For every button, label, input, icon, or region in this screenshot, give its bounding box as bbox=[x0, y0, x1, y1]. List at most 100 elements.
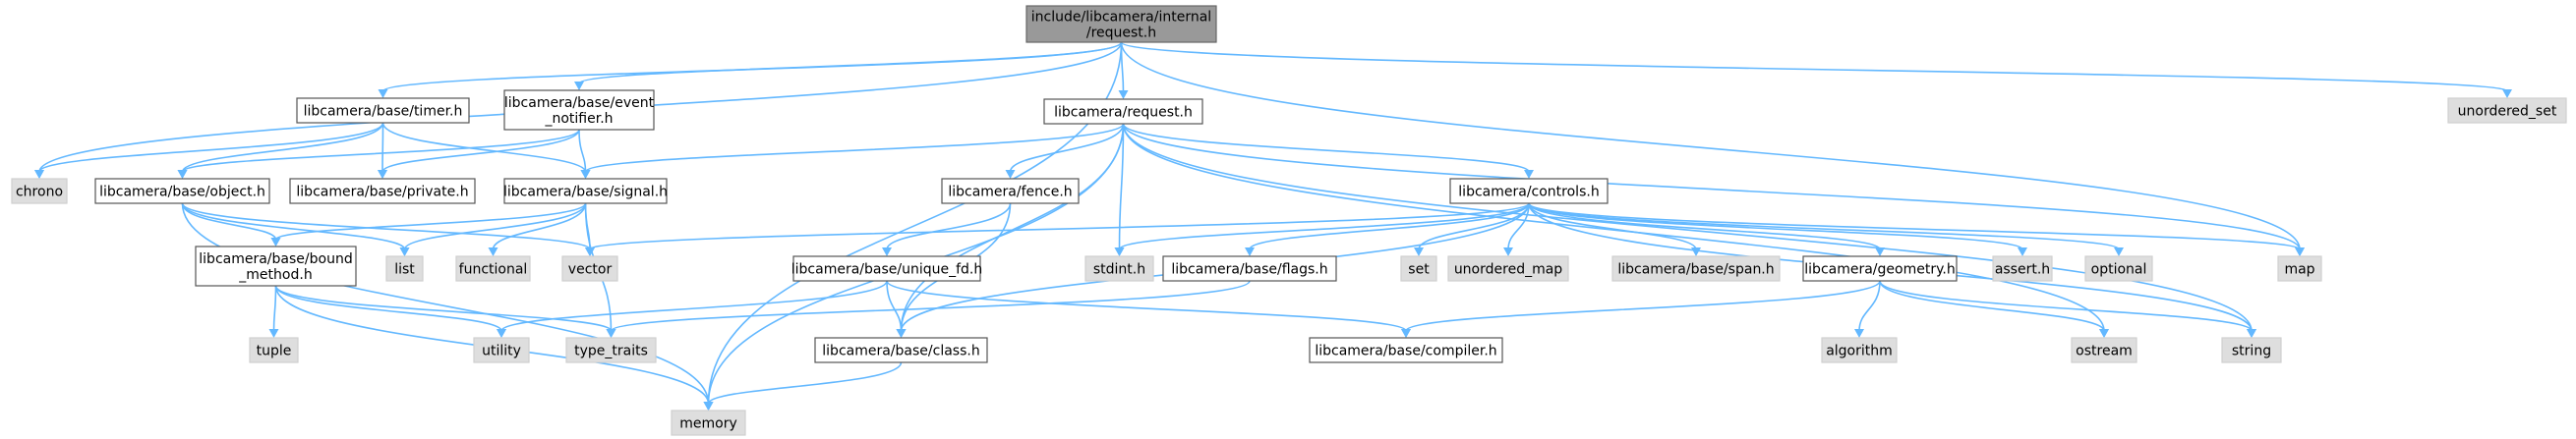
edge-geometry-to-string bbox=[1879, 280, 2253, 332]
node-label: libcamera/base/span.h bbox=[1617, 262, 1774, 278]
arrowhead-request-to-signal bbox=[580, 170, 591, 179]
node-request[interactable]: libcamera/request.h bbox=[1043, 98, 1203, 125]
node-box bbox=[2071, 337, 2137, 363]
node-algorithm: algorithm bbox=[1821, 337, 1898, 363]
node-box bbox=[1992, 255, 2053, 282]
edge-signal-to-list bbox=[403, 202, 587, 250]
edge-event_notifier-to-private bbox=[381, 129, 580, 173]
arrowhead-class-to-memory bbox=[703, 402, 714, 411]
edge-request-to-class bbox=[900, 123, 1125, 332]
node-list: list bbox=[385, 255, 424, 282]
node-flags[interactable]: libcamera/base/flags.h bbox=[1162, 255, 1337, 282]
edge-timer-to-private bbox=[381, 122, 384, 173]
edge-object-to-memory bbox=[181, 202, 710, 405]
node-box bbox=[503, 178, 668, 204]
node-label: libcamera/base/unique_fd.h bbox=[791, 262, 982, 278]
node-box bbox=[1025, 5, 1217, 43]
edge-event_notifier-to-object bbox=[181, 129, 580, 173]
node-label: libcamera/base/timer.h bbox=[304, 104, 463, 120]
node-box bbox=[296, 97, 470, 124]
arrowhead-flags-to-type_traits bbox=[606, 329, 616, 338]
node-timer[interactable]: libcamera/base/timer.h bbox=[296, 97, 470, 124]
edge-signal-to-functional bbox=[492, 202, 587, 250]
node-request-internal[interactable]: include/libcamera/internal/request.h bbox=[1025, 5, 1217, 43]
edge-request_internal-to-unordered_set bbox=[1120, 41, 2508, 92]
node-vector: vector bbox=[561, 255, 618, 282]
edge-controls-to-vector bbox=[589, 202, 1530, 250]
edge-request-to-ostream bbox=[1122, 123, 2105, 332]
arrowhead-controls-to-class bbox=[896, 329, 907, 338]
node-label: libcamera/base/object.h bbox=[99, 185, 265, 200]
edge-request-to-string bbox=[1122, 123, 2253, 332]
edge-controls-to-geometry bbox=[1528, 202, 1881, 250]
node-fence[interactable]: libcamera/fence.h bbox=[941, 178, 1080, 204]
node-box bbox=[1084, 255, 1154, 282]
node-label: _notifier.h bbox=[544, 111, 613, 127]
node-box bbox=[1162, 255, 1337, 282]
node-utility: utility bbox=[473, 337, 530, 363]
node-label: stdint.h bbox=[1093, 262, 1145, 278]
edge-geometry-to-compiler bbox=[1405, 280, 1881, 332]
node-compiler[interactable]: libcamera/base/compiler.h bbox=[1309, 337, 1503, 363]
edge-controls-to-map bbox=[1528, 202, 2301, 250]
arrowhead-controls-to-set bbox=[1414, 247, 1424, 256]
node-stdint: stdint.h bbox=[1084, 255, 1154, 282]
edge-unique_fd-to-compiler bbox=[886, 280, 1407, 332]
arrowhead-bound_method-to-tuple bbox=[268, 329, 279, 338]
node-ostream: ostream bbox=[2071, 337, 2137, 363]
node-assert: assert.h bbox=[1992, 255, 2053, 282]
node-label: libcamera/base/bound bbox=[199, 251, 352, 267]
edge-controls-to-optional bbox=[1528, 202, 2120, 250]
node-label: tuple bbox=[257, 344, 292, 359]
node-label: libcamera/base/event bbox=[504, 95, 655, 111]
edges-layer bbox=[34, 41, 2512, 411]
node-chrono: chrono bbox=[11, 178, 68, 204]
node-class[interactable]: libcamera/base/class.h bbox=[814, 337, 988, 363]
node-signal[interactable]: libcamera/base/signal.h bbox=[503, 178, 668, 204]
edge-request_internal-to-event_notifier bbox=[578, 41, 1123, 84]
node-box bbox=[385, 255, 424, 282]
node-object[interactable]: libcamera/base/object.h bbox=[94, 178, 270, 204]
arrowhead-controls-to-optional bbox=[2114, 247, 2124, 256]
edge-controls-to-set bbox=[1418, 202, 1530, 250]
node-label: libcamera/base/signal.h bbox=[503, 185, 668, 200]
node-label: vector bbox=[568, 262, 613, 278]
node-box bbox=[1611, 255, 1781, 282]
edge-timer-to-object bbox=[181, 122, 384, 173]
node-box bbox=[2221, 337, 2282, 363]
edge-request-to-stdint bbox=[1118, 123, 1125, 250]
node-box bbox=[1449, 178, 1609, 204]
arrowhead-signal-to-bound_method bbox=[270, 238, 281, 247]
node-geometry[interactable]: libcamera/geometry.h bbox=[1802, 255, 1958, 282]
arrowhead-request_internal-to-timer bbox=[378, 89, 388, 98]
node-label: libcamera/request.h bbox=[1054, 105, 1193, 121]
node-controls[interactable]: libcamera/controls.h bbox=[1449, 178, 1609, 204]
node-event-notifier[interactable]: libcamera/base/event_notifier.h bbox=[503, 89, 655, 131]
node-box bbox=[249, 337, 299, 363]
edge-class-to-memory bbox=[707, 361, 903, 405]
arrowhead-controls-to-assert bbox=[2018, 247, 2027, 256]
node-label: optional bbox=[2091, 262, 2147, 278]
node-box bbox=[1821, 337, 1898, 363]
node-private[interactable]: libcamera/base/private.h bbox=[289, 178, 476, 204]
node-bound-method[interactable]: libcamera/base/bound_method.h bbox=[195, 246, 357, 287]
node-box bbox=[1309, 337, 1503, 363]
node-label: /request.h bbox=[1086, 26, 1156, 41]
node-label: assert.h bbox=[1995, 262, 2050, 278]
edge-timer-to-chrono bbox=[38, 122, 384, 173]
node-box bbox=[1447, 255, 1569, 282]
node-tuple: tuple bbox=[249, 337, 299, 363]
edge-bound_method-to-tuple bbox=[272, 285, 277, 332]
node-label: map bbox=[2284, 262, 2314, 278]
edge-request-to-signal bbox=[584, 123, 1125, 173]
arrowhead-controls-to-vector bbox=[585, 247, 595, 256]
node-unordered-map: unordered_map bbox=[1447, 255, 1569, 282]
edge-flags-to-type_traits bbox=[610, 280, 1251, 332]
node-set: set bbox=[1400, 255, 1437, 282]
arrowhead-controls-to-stdint bbox=[1114, 247, 1125, 256]
edge-object-to-list bbox=[181, 202, 406, 250]
node-unordered-set: unordered_set bbox=[2447, 97, 2567, 124]
edge-fence-to-unique_fd bbox=[886, 202, 1012, 250]
node-box bbox=[2277, 255, 2322, 282]
node-unique-fd[interactable]: libcamera/base/unique_fd.h bbox=[791, 255, 982, 282]
